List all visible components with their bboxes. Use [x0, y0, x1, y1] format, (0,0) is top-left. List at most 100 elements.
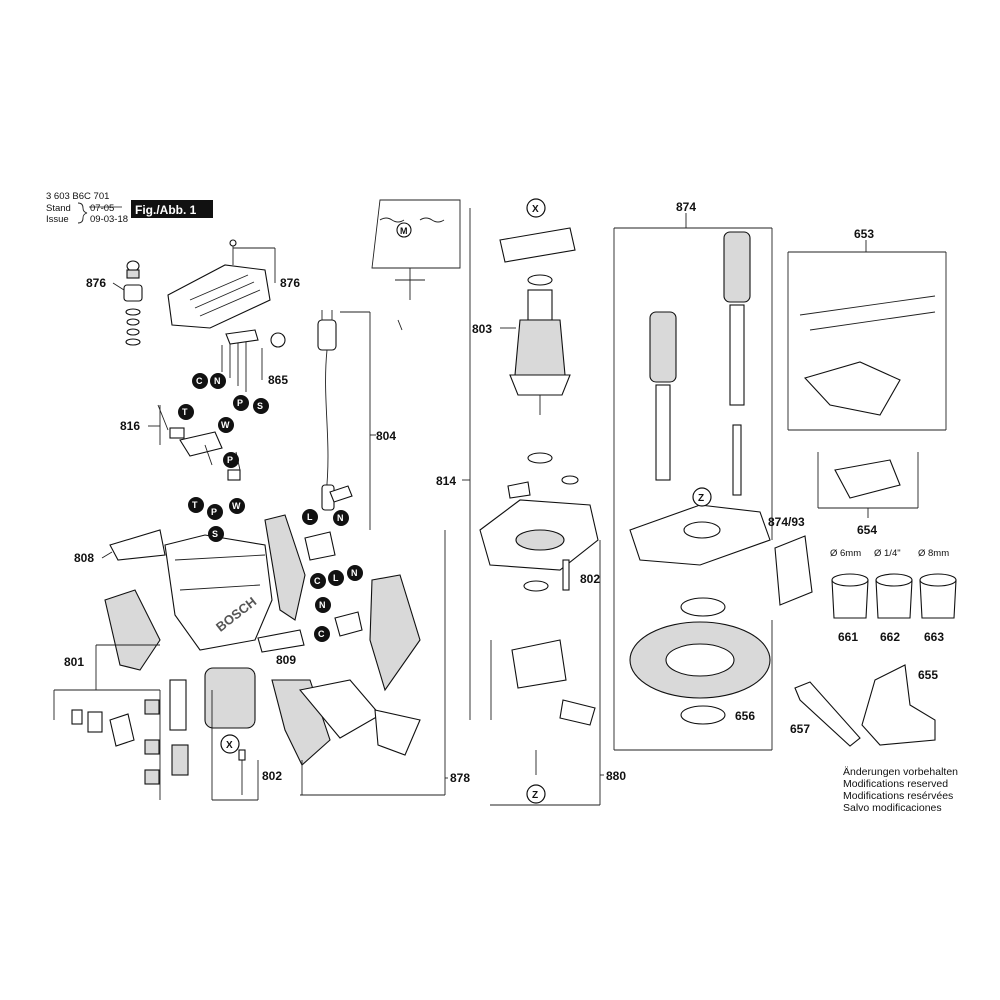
callout-c-804: C — [310, 573, 326, 589]
circle-callouts: C N P S T W P T P W S L N C L N N C X X … — [178, 198, 712, 804]
callout-t-808: T — [188, 497, 204, 513]
label-808: 808 — [74, 551, 94, 565]
callout-w-816: W — [218, 417, 234, 433]
callout-l-804: L — [302, 509, 318, 525]
callout-n-804: N — [333, 510, 349, 526]
svg-text:X: X — [226, 740, 233, 751]
svg-text:T: T — [192, 500, 198, 510]
label-809: 809 — [276, 653, 296, 667]
label-878: 878 — [450, 771, 470, 785]
mod-line-de: Änderungen vorbehalten — [843, 766, 958, 778]
callout-p-816: P — [223, 452, 239, 468]
part-656-group: 656 — [614, 597, 773, 751]
label-874: 874 — [676, 200, 696, 214]
issue-value: 09-03-18 — [90, 214, 128, 225]
part-816-group: 816 — [120, 404, 241, 481]
svg-text:Z: Z — [698, 493, 704, 504]
part-876-group: 876 876 — [86, 239, 300, 346]
part-657-group: 657 — [790, 681, 861, 747]
svg-text:C: C — [318, 629, 325, 639]
label-816: 816 — [120, 419, 140, 433]
svg-text:T: T — [182, 407, 188, 417]
svg-text:S: S — [257, 401, 263, 411]
callout-c-804c: C — [314, 626, 330, 642]
part-874-group: 874 — [613, 200, 773, 750]
callout-p-865: P — [233, 395, 249, 411]
wiring-diagram: M — [371, 199, 461, 331]
callout-z-center: Z — [526, 784, 546, 804]
mod-line-fr: Modifications resérvées — [843, 790, 953, 802]
callout-p-808: P — [207, 504, 223, 520]
callout-z-right: Z — [692, 487, 712, 507]
header-block: 3 603 B6C 701 Stand Issue 07-05 09-03-18… — [46, 191, 213, 225]
part-802-left-group: 802 — [204, 667, 282, 801]
label-657: 657 — [790, 722, 810, 736]
part-814-group: 814 — [436, 208, 599, 720]
callout-l-804b: L — [328, 570, 344, 586]
label-656: 656 — [735, 709, 755, 723]
collets-group: Ø 6mm Ø 1/4" Ø 8mm 661 662 663 — [830, 548, 957, 644]
label-653: 653 — [854, 227, 874, 241]
callout-c-865: C — [192, 373, 208, 389]
label-654: 654 — [857, 523, 877, 537]
callout-x-bottom: X — [220, 734, 240, 754]
svg-text:C: C — [314, 576, 321, 586]
part-874-93-group: 874/93 — [768, 515, 813, 606]
svg-text:Z: Z — [532, 790, 538, 801]
label-801: 801 — [64, 655, 84, 669]
part-655-group: 655 — [861, 664, 938, 746]
motor-symbol: M — [400, 226, 408, 236]
part-803-group: 803 — [472, 227, 576, 415]
label-802-center: 802 — [580, 572, 600, 586]
modifications-note: Änderungen vorbehalten Modifications res… — [843, 766, 958, 814]
svg-text:N: N — [351, 568, 358, 578]
part-802-center-group: 802 — [490, 559, 600, 775]
svg-text:W: W — [221, 420, 230, 430]
label-802-left: 802 — [262, 769, 282, 783]
svg-text:N: N — [319, 600, 326, 610]
svg-text:X: X — [532, 204, 539, 215]
callout-n-865: N — [210, 373, 226, 389]
svg-text:P: P — [237, 398, 243, 408]
callout-n-804b: N — [347, 565, 363, 581]
part-880-group: 880 — [490, 540, 626, 806]
part-653-group: 653 — [787, 227, 947, 431]
collet-size-8mm: Ø 8mm — [918, 548, 949, 559]
label-662: 662 — [880, 630, 900, 644]
stand-value: 07-05 — [90, 203, 114, 214]
svg-text:P: P — [227, 455, 233, 465]
mod-line-es: Salvo modificaciones — [843, 802, 942, 814]
callout-w-808: W — [229, 498, 245, 514]
svg-text:S: S — [212, 529, 218, 539]
collet-size-6mm: Ø 6mm — [830, 548, 861, 559]
callout-n-804c: N — [315, 597, 331, 613]
label-865: 865 — [268, 373, 288, 387]
part-808-group: BOSCH 808 809 — [74, 514, 306, 671]
doc-number: 3 603 B6C 701 — [46, 191, 109, 202]
callout-s-865: S — [253, 398, 269, 414]
callout-x-top: X — [526, 198, 546, 218]
label-655: 655 — [918, 668, 938, 682]
part-801-group: 801 — [53, 644, 189, 800]
svg-text:N: N — [214, 376, 221, 386]
svg-text:P: P — [211, 507, 217, 517]
svg-text:C: C — [196, 376, 203, 386]
callout-s-808: S — [208, 526, 224, 542]
label-814: 814 — [436, 474, 456, 488]
callout-t-816: T — [178, 404, 194, 420]
part-654-group: 654 — [817, 452, 919, 537]
part-878-group: 878 — [271, 530, 470, 796]
part-865-group: 865 — [221, 329, 288, 392]
figure-label: Fig./Abb. 1 — [135, 203, 197, 217]
bracket-glyph — [77, 202, 88, 224]
label-804: 804 — [376, 429, 396, 443]
svg-text:L: L — [333, 573, 339, 583]
label-803: 803 — [472, 322, 492, 336]
collet-size-1-4in: Ø 1/4" — [874, 548, 901, 559]
label-874-93: 874/93 — [768, 515, 805, 529]
label-876-right: 876 — [280, 276, 300, 290]
issue-label: Issue — [46, 214, 69, 225]
stand-label: Stand — [46, 203, 71, 214]
mod-line-en: Modifications reserved — [843, 778, 948, 790]
